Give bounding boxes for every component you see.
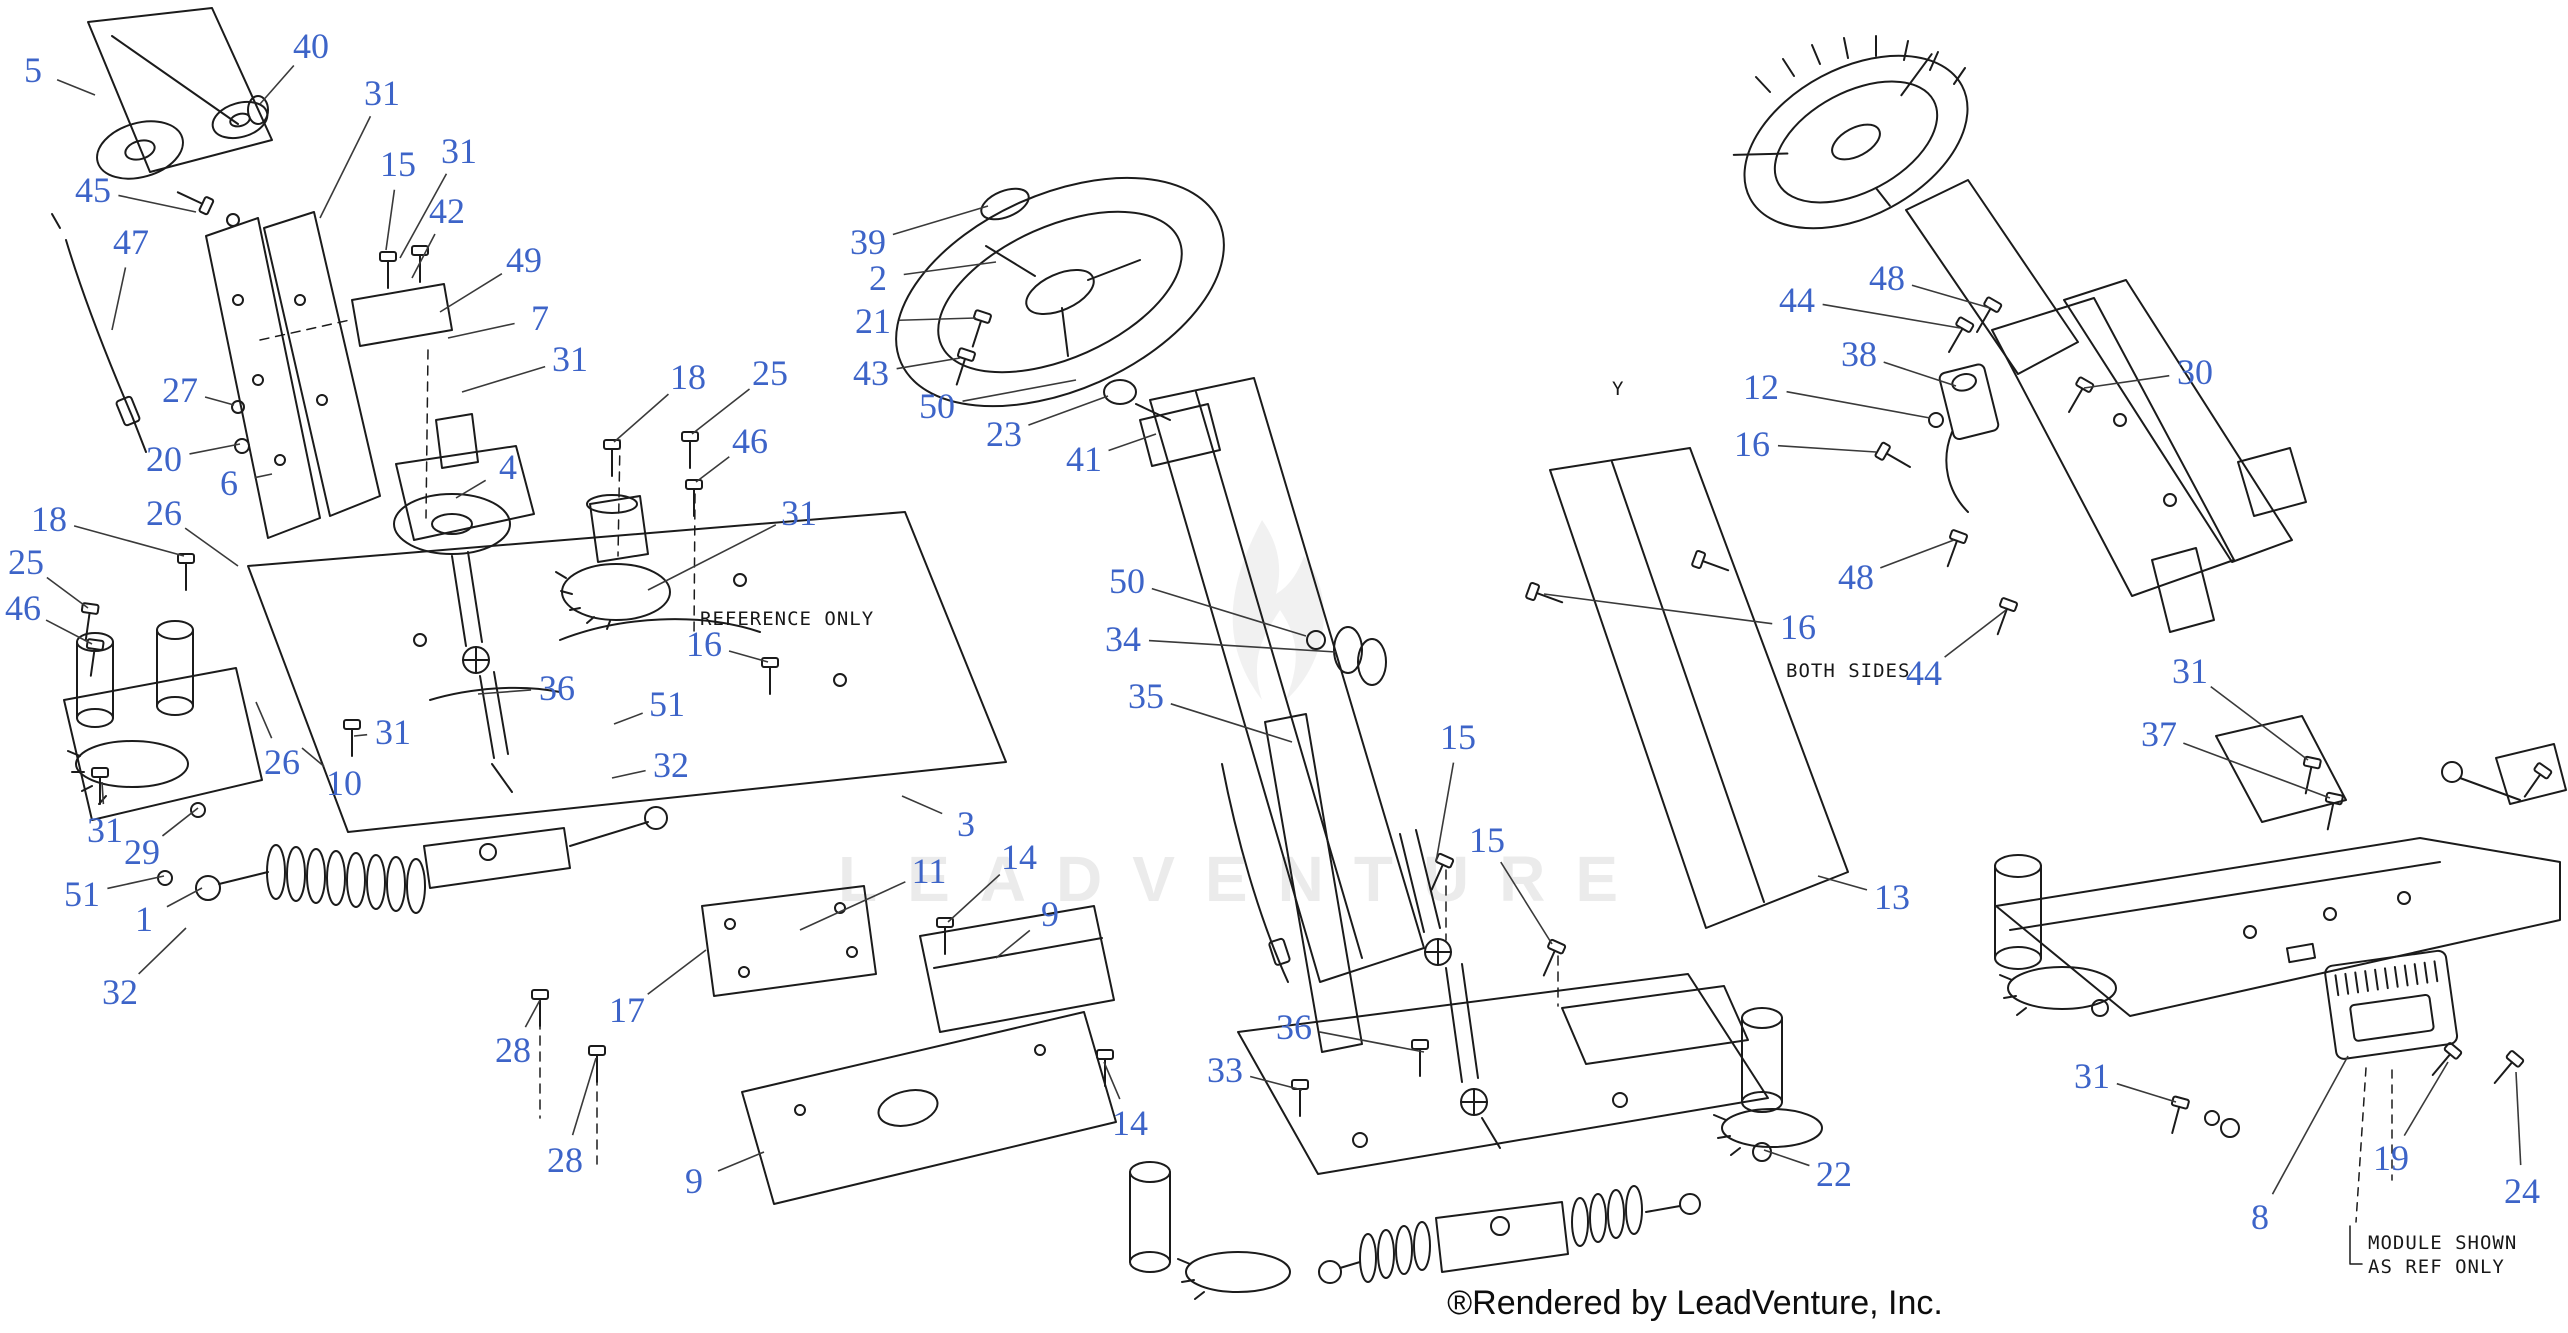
callout-31[interactable]: 31 <box>552 339 588 379</box>
callout-16[interactable]: 16 <box>1780 607 1816 647</box>
callout-18[interactable]: 18 <box>670 357 706 397</box>
callout-10[interactable]: 10 <box>326 763 362 803</box>
annotation-y-marker: Y <box>1612 378 1625 400</box>
callout-15[interactable]: 15 <box>1469 820 1505 860</box>
callout-48[interactable]: 48 <box>1869 258 1905 298</box>
callout-7[interactable]: 7 <box>531 298 549 338</box>
callout-51[interactable]: 51 <box>64 874 100 914</box>
callout-12[interactable]: 12 <box>1743 367 1779 407</box>
callout-5[interactable]: 5 <box>24 50 42 90</box>
callout-3[interactable]: 3 <box>957 804 975 844</box>
callout-35[interactable]: 35 <box>1128 676 1164 716</box>
annotation-both-sides: BOTH SIDES <box>1786 660 1911 682</box>
callout-51[interactable]: 51 <box>649 684 685 724</box>
callout-28[interactable]: 28 <box>495 1030 531 1070</box>
annotation-module-shown-line2: AS REF ONLY <box>2368 1256 2505 1278</box>
callout-16[interactable]: 16 <box>686 624 722 664</box>
left-assembly <box>51 7 1117 1205</box>
callout-14[interactable]: 14 <box>1112 1103 1148 1143</box>
callout-47[interactable]: 47 <box>113 222 149 262</box>
callout-27[interactable]: 27 <box>162 370 198 410</box>
callout-31[interactable]: 31 <box>87 810 123 850</box>
annotation-reference-only: REFERENCE ONLY <box>700 608 875 630</box>
callout-33[interactable]: 33 <box>1207 1050 1243 1090</box>
callout-41[interactable]: 41 <box>1066 439 1102 479</box>
callout-40[interactable]: 40 <box>293 26 329 66</box>
callout-46[interactable]: 46 <box>5 588 41 628</box>
callout-30[interactable]: 30 <box>2177 352 2213 392</box>
callout-50[interactable]: 50 <box>1109 561 1145 601</box>
callout-29[interactable]: 29 <box>124 832 160 872</box>
callout-31[interactable]: 31 <box>375 712 411 752</box>
callout-18[interactable]: 18 <box>31 499 67 539</box>
callout-26[interactable]: 26 <box>146 493 182 533</box>
callout-13[interactable]: 13 <box>1874 877 1910 917</box>
callout-16[interactable]: 16 <box>1734 424 1770 464</box>
right-top-assembly <box>1732 35 2307 638</box>
callout-15[interactable]: 15 <box>380 144 416 184</box>
callout-9[interactable]: 9 <box>685 1161 703 1201</box>
callout-2[interactable]: 2 <box>869 258 887 298</box>
callout-8[interactable]: 8 <box>2251 1197 2269 1237</box>
callout-26[interactable]: 26 <box>264 742 300 782</box>
callout-4[interactable]: 4 <box>499 447 517 487</box>
callout-21[interactable]: 21 <box>855 301 891 341</box>
footer-credit: ®Rendered by LeadVenture, Inc. <box>1447 1284 1943 1322</box>
callout-28[interactable]: 28 <box>547 1140 583 1180</box>
callout-31[interactable]: 31 <box>441 131 477 171</box>
callout-22[interactable]: 22 <box>1816 1154 1852 1194</box>
callout-1[interactable]: 1 <box>135 899 153 939</box>
callout-23[interactable]: 23 <box>986 414 1022 454</box>
callout-36[interactable]: 36 <box>1276 1007 1312 1047</box>
callout-6[interactable]: 6 <box>220 463 238 503</box>
callout-37[interactable]: 37 <box>2141 714 2177 754</box>
callout-11[interactable]: 11 <box>911 851 947 891</box>
callout-15[interactable]: 15 <box>1440 717 1476 757</box>
callout-49[interactable]: 49 <box>506 240 542 280</box>
callout-31[interactable]: 31 <box>364 73 400 113</box>
callout-20[interactable]: 20 <box>146 439 182 479</box>
callout-45[interactable]: 45 <box>75 170 111 210</box>
callout-17[interactable]: 17 <box>609 990 645 1030</box>
callout-50[interactable]: 50 <box>919 386 955 426</box>
callout-19[interactable]: 19 <box>2373 1138 2409 1178</box>
callout-43[interactable]: 43 <box>853 353 889 393</box>
callout-42[interactable]: 42 <box>429 191 465 231</box>
callout-44[interactable]: 44 <box>1779 280 1815 320</box>
callout-24[interactable]: 24 <box>2504 1171 2540 1211</box>
callout-9[interactable]: 9 <box>1041 894 1059 934</box>
callout-14[interactable]: 14 <box>1001 837 1037 877</box>
callout-32[interactable]: 32 <box>653 745 689 785</box>
callout-39[interactable]: 39 <box>850 222 886 262</box>
callout-34[interactable]: 34 <box>1105 619 1141 659</box>
callout-25[interactable]: 25 <box>8 542 44 582</box>
callout-38[interactable]: 38 <box>1841 334 1877 374</box>
callout-31[interactable]: 31 <box>781 493 817 533</box>
annotation-module-shown-line1: MODULE SHOWN <box>2368 1232 2518 1254</box>
callout-36[interactable]: 36 <box>539 668 575 708</box>
callout-31[interactable]: 31 <box>2172 651 2208 691</box>
middle-assembly <box>895 176 1849 1300</box>
callout-44[interactable]: 44 <box>1906 653 1942 693</box>
callout-25[interactable]: 25 <box>752 353 788 393</box>
callout-32[interactable]: 32 <box>102 972 138 1012</box>
right-lower-assembly <box>1994 715 2567 1265</box>
callout-48[interactable]: 48 <box>1838 557 1874 597</box>
callout-46[interactable]: 46 <box>732 421 768 461</box>
callout-31[interactable]: 31 <box>2074 1056 2110 1096</box>
